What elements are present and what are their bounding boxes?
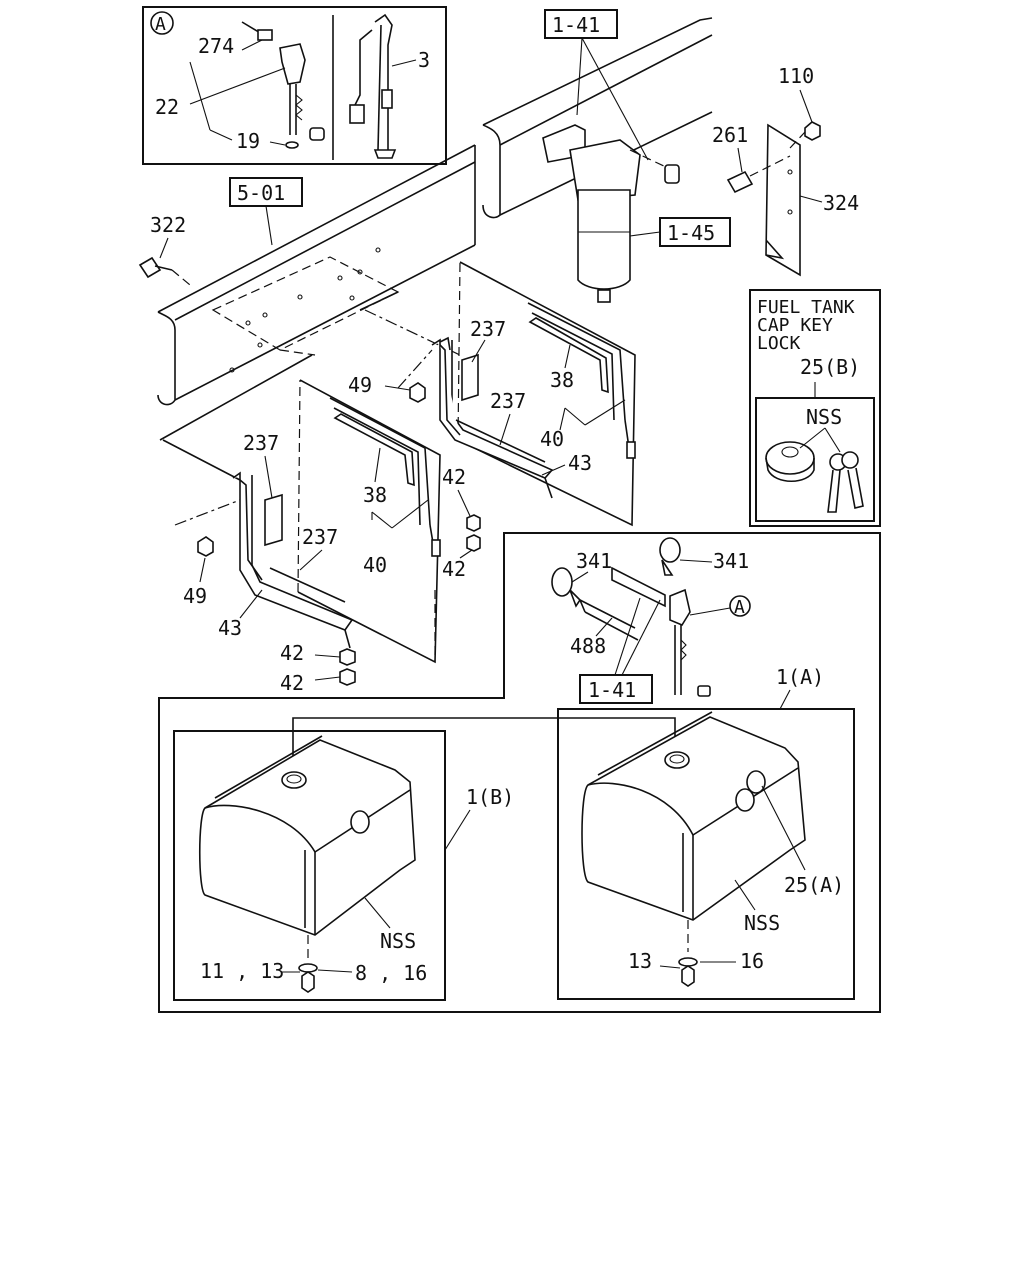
label-13: 13	[628, 949, 652, 973]
nuts-42-lower-part	[339, 648, 356, 686]
label-40-b: 40	[363, 553, 387, 577]
ref-box-1-41-mid	[579, 674, 653, 704]
nut-49-lower-part	[197, 536, 214, 557]
label-49-b: 49	[183, 584, 207, 608]
label-fuel-tank-line2: CAP KEY	[757, 315, 833, 336]
tank-section-frame	[158, 532, 881, 1013]
ref-box-1-41-top	[544, 9, 618, 39]
label-nss-key: NSS	[806, 405, 842, 429]
detail-a-frame	[142, 6, 447, 165]
label-8-16: 8 , 16	[355, 961, 427, 985]
cap-key-lock-box: FUEL TANK CAP KEY LOCK 25(B) NSS	[749, 289, 881, 527]
mounting-plate-324-part	[726, 121, 821, 277]
label-237-b: 237	[490, 389, 526, 413]
label-circle-a-mid: A	[734, 597, 745, 618]
label-42-a: 42	[442, 465, 466, 489]
label-237-c: 237	[243, 431, 279, 455]
label-237-a: 237	[470, 317, 506, 341]
locking-cap-part	[765, 441, 815, 482]
label-22: 22	[155, 95, 179, 119]
label-25b: 25(B)	[800, 355, 860, 379]
label-341-a: 341	[576, 549, 612, 573]
cap-key-inner-frame	[755, 397, 875, 522]
fuel-filter-assembly-part	[542, 124, 680, 303]
label-11-13: 11 , 13	[200, 959, 284, 983]
label-324: 324	[823, 191, 859, 215]
key-pair-part	[827, 451, 864, 513]
label-43-a: 43	[568, 451, 592, 475]
label-42-d: 42	[280, 671, 304, 695]
label-25a: 25(A)	[784, 873, 844, 897]
tank-strap-set-right	[364, 261, 636, 527]
detail-a-circle-marker	[150, 11, 174, 35]
label-40-a: 40	[540, 427, 564, 451]
label-38-a: 38	[550, 368, 574, 392]
label-49-a: 49	[348, 373, 372, 397]
label-38-b: 38	[363, 483, 387, 507]
label-341-b: 341	[713, 549, 749, 573]
nut-49-upper-part	[397, 349, 433, 403]
label-ref-5-01: 5-01	[237, 181, 285, 205]
fuel-tank-1b-part	[198, 735, 416, 993]
label-261: 261	[712, 123, 748, 147]
sender-with-ties-part	[551, 537, 711, 697]
tank-1a-frame	[557, 708, 855, 1000]
detail-a-reference-marker	[729, 595, 751, 617]
fuel-sender-unit-part	[241, 21, 325, 149]
label-42-b: 42	[442, 557, 466, 581]
label-fuel-tank-line1: FUEL TANK	[757, 297, 855, 318]
label-322: 322	[150, 213, 186, 237]
label-274: 274	[198, 34, 234, 58]
label-16: 16	[740, 949, 764, 973]
bolt-322-part	[138, 256, 191, 286]
label-3: 3	[418, 48, 430, 72]
cap-key-lock-frame	[749, 289, 881, 527]
label-42-c: 42	[280, 641, 304, 665]
nuts-42-upper-part	[466, 514, 481, 552]
label-237-d: 237	[302, 525, 338, 549]
label-nss-right: NSS	[744, 911, 780, 935]
detail-a-inset: A 274 22 19 3	[142, 6, 447, 165]
label-43-b: 43	[218, 616, 242, 640]
label-1a: 1(A)	[776, 665, 824, 689]
label-fuel-tank-line3: LOCK	[757, 333, 801, 354]
label-circle-a-top: A	[155, 14, 166, 35]
wiring-harness-part	[349, 13, 397, 159]
label-ref-1-41-top: 1-41	[552, 13, 600, 37]
label-19: 19	[236, 129, 260, 153]
label-1b: 1(B)	[466, 785, 514, 809]
fuel-tank-1a-part	[581, 711, 806, 987]
label-488: 488	[570, 634, 606, 658]
label-110: 110	[778, 64, 814, 88]
label-nss-left: NSS	[380, 929, 416, 953]
tank-strap-set-left	[162, 379, 441, 664]
tank-1b-frame	[173, 730, 446, 1001]
label-ref-1-41-mid: 1-41	[588, 678, 636, 702]
label-ref-1-45: 1-45	[667, 221, 715, 245]
frame-rail-main	[157, 144, 476, 441]
